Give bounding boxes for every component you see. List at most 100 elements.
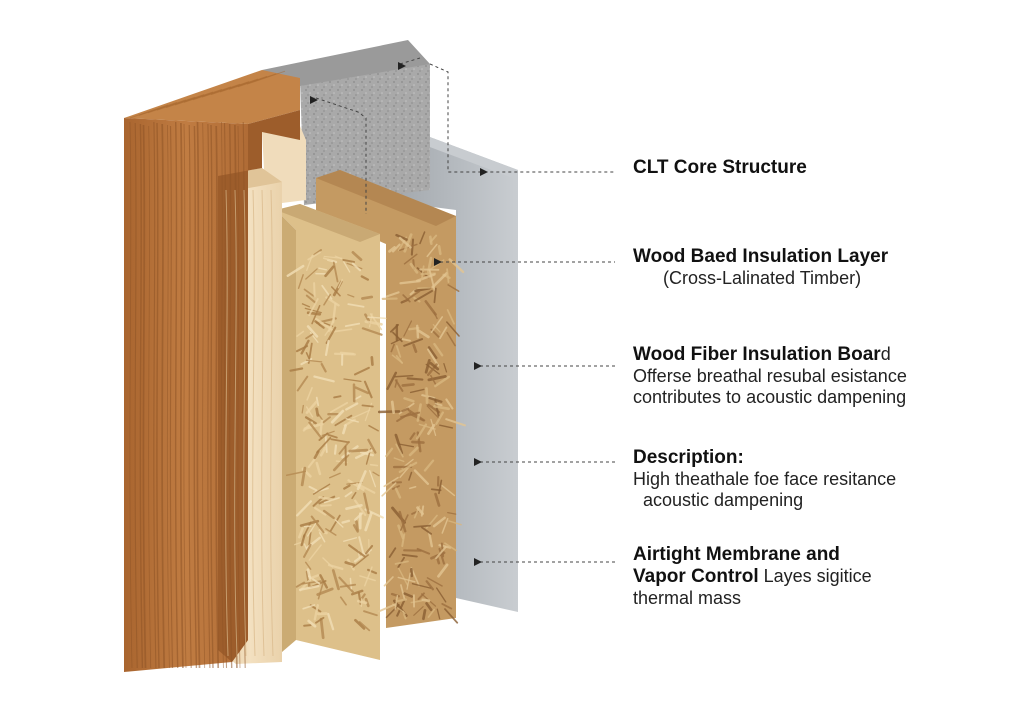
- callout-heading-text: Description:: [633, 447, 744, 468]
- osb-strand: [408, 471, 413, 481]
- osb-strand: [395, 443, 404, 458]
- osb-strand: [354, 512, 363, 521]
- osb-strand: [333, 395, 342, 399]
- osb-strand: [425, 387, 429, 405]
- osb-strand: [392, 331, 403, 343]
- osb-strand: [399, 514, 409, 531]
- osb-strand: [309, 574, 320, 580]
- grain-line: [134, 122, 138, 669]
- leader-arrow-icon: [310, 96, 318, 104]
- osb-strand: [341, 519, 351, 524]
- callout-line: Description:: [633, 447, 896, 469]
- osb-strand: [391, 243, 401, 253]
- osb-strand: [355, 520, 359, 532]
- osb-strand: [361, 327, 383, 336]
- osb-strand: [315, 461, 322, 476]
- pine-grain-line: [225, 189, 229, 657]
- osb-strand: [434, 402, 443, 407]
- osb-strand: [339, 351, 355, 355]
- osb-strand: [285, 470, 307, 477]
- grain-line: [193, 125, 198, 669]
- osb-strand: [338, 440, 350, 455]
- osb-strand: [334, 519, 344, 528]
- osb-strand: [318, 267, 328, 271]
- osb-strand: [303, 543, 312, 558]
- osb-strand: [388, 547, 397, 558]
- callout-line: Wood Baed Insulation Layer: [633, 246, 888, 268]
- osb-strand: [315, 396, 320, 407]
- osb-strand: [435, 587, 447, 603]
- osb-strand: [394, 374, 414, 378]
- concrete-layer: [300, 58, 430, 205]
- osb-strand: [416, 324, 420, 339]
- osb-strand: [437, 563, 449, 578]
- osb-strand: [429, 234, 438, 243]
- osb-strand: [406, 572, 411, 590]
- grain-line: [242, 121, 246, 669]
- pine-grain-line: [252, 189, 256, 657]
- osb-strand: [339, 583, 357, 588]
- osb-strand: [339, 596, 347, 606]
- osb-strand: [348, 448, 369, 453]
- leader-arrow-icon: [398, 62, 406, 70]
- osb-strand: [361, 404, 374, 408]
- osb-strand: [361, 295, 374, 300]
- osb-strand: [344, 491, 353, 498]
- osb-strand: [422, 608, 427, 621]
- osb-strand: [421, 526, 432, 535]
- osb-strand: [347, 294, 355, 298]
- osb-strand: [331, 302, 337, 324]
- osb-strand: [401, 383, 415, 387]
- osb-strand: [413, 524, 431, 528]
- grain-line: [161, 123, 166, 669]
- grain-line: [129, 121, 133, 669]
- osb-strand: [445, 398, 454, 410]
- osb-strand: [355, 449, 373, 460]
- osb-strand: [383, 576, 394, 587]
- osb-strand: [308, 544, 322, 561]
- osb-strand: [331, 569, 340, 591]
- osb-strand: [351, 491, 357, 500]
- osb-strand: [313, 249, 322, 256]
- osb-strand: [423, 459, 435, 472]
- membrane-panel: [379, 118, 518, 612]
- osb-strand: [306, 254, 314, 271]
- grain-line: [169, 125, 174, 669]
- osb-strand: [300, 466, 307, 487]
- osb-strand: [315, 616, 325, 624]
- osb-strand: [439, 424, 454, 429]
- osb-strand: [411, 582, 432, 589]
- osb-strand: [363, 610, 378, 617]
- osb-strand: [398, 510, 407, 533]
- osb-strand: [385, 447, 394, 458]
- osb-strand: [351, 262, 362, 272]
- osb-strand: [363, 492, 370, 515]
- osb-strand: [406, 377, 424, 381]
- osb-strand: [314, 320, 325, 329]
- osb-strand: [301, 404, 304, 414]
- osb-strand: [300, 339, 310, 355]
- osb-strand: [329, 401, 349, 414]
- osb-strand: [354, 386, 370, 395]
- grain-line: [228, 123, 233, 669]
- osb-strand: [397, 524, 405, 540]
- osb-strand: [402, 610, 407, 620]
- callout-line: Offerse breathal resubal esistance: [633, 366, 907, 387]
- osb-strand: [324, 339, 330, 356]
- osb-strand: [345, 503, 363, 511]
- osb-strand: [313, 282, 316, 298]
- osb-strand: [403, 397, 415, 403]
- osb-strand: [364, 512, 373, 532]
- osb-strand: [329, 472, 341, 479]
- osb-strand: [436, 608, 441, 620]
- osb-strand: [344, 561, 356, 567]
- osb-strand: [325, 528, 337, 536]
- osb-strand: [394, 379, 398, 388]
- osb-strand: [434, 375, 451, 388]
- osb-strand: [364, 544, 374, 555]
- osb-strand: [403, 233, 413, 253]
- osb-strand: [305, 294, 317, 304]
- osb-strand: [397, 576, 416, 583]
- osb-strand: [304, 561, 312, 570]
